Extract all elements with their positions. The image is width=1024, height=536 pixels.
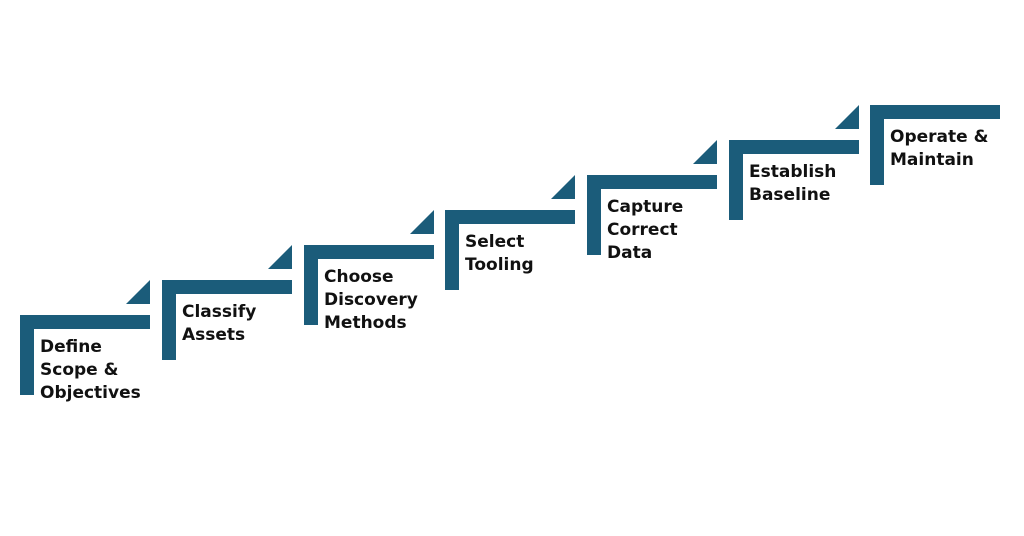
step-6-side-bar [729, 140, 743, 220]
step-1-corner-triangle [126, 280, 150, 304]
step-1-line-1: Define [40, 337, 102, 357]
step-4-top-bar [445, 210, 575, 224]
step-5-top-bar [587, 175, 717, 189]
step-6-label: Establish Baseline [749, 161, 836, 207]
step-5-line-1: Capture [607, 197, 684, 217]
step-1-side-bar [20, 315, 34, 395]
step-7-line-2: Maintain [890, 150, 974, 170]
step-5-corner-triangle [693, 140, 717, 164]
step-6-corner-triangle [835, 105, 859, 129]
step-4-line-2: Tooling [465, 255, 534, 275]
step-5-line-2: Correct [607, 220, 678, 240]
step-1-line-3: Objectives [40, 383, 141, 403]
step-2-side-bar [162, 280, 176, 360]
step-2-top-bar [162, 280, 292, 294]
step-6-line-1: Establish [749, 162, 837, 182]
step-4-line-1: Select [465, 232, 525, 252]
step-3-corner-triangle [410, 210, 434, 234]
step-7-side-bar [870, 105, 884, 185]
step-4-side-bar [445, 210, 459, 290]
step-2-line-1: Classify [182, 302, 257, 322]
step-2-label: Classify Assets [182, 301, 256, 347]
step-3-line-3: Methods [324, 313, 407, 333]
step-6-top-bar [729, 140, 859, 154]
step-7-label: Operate & Maintain [890, 126, 988, 172]
step-5-line-3: Data [607, 243, 653, 263]
step-1-label: Define Scope & Objectives [40, 336, 141, 405]
step-2-corner-triangle [268, 245, 292, 269]
step-5-label: Capture Correct Data [607, 196, 683, 265]
step-3-side-bar [304, 245, 318, 325]
step-1-line-2: Scope & [40, 360, 119, 380]
step-3-line-1: Choose [324, 267, 394, 287]
step-4-label: Select Tooling [465, 231, 534, 277]
step-3-label: Choose Discovery Methods [324, 266, 418, 335]
step-5-side-bar [587, 175, 601, 255]
step-3-line-2: Discovery [324, 290, 418, 310]
step-2-line-2: Assets [182, 325, 246, 345]
step-7-top-bar [870, 105, 1000, 119]
step-6-line-2: Baseline [749, 185, 831, 205]
step-1-top-bar [20, 315, 150, 329]
step-4-corner-triangle [551, 175, 575, 199]
step-7-line-1: Operate & [890, 127, 989, 147]
step-3-top-bar [304, 245, 434, 259]
